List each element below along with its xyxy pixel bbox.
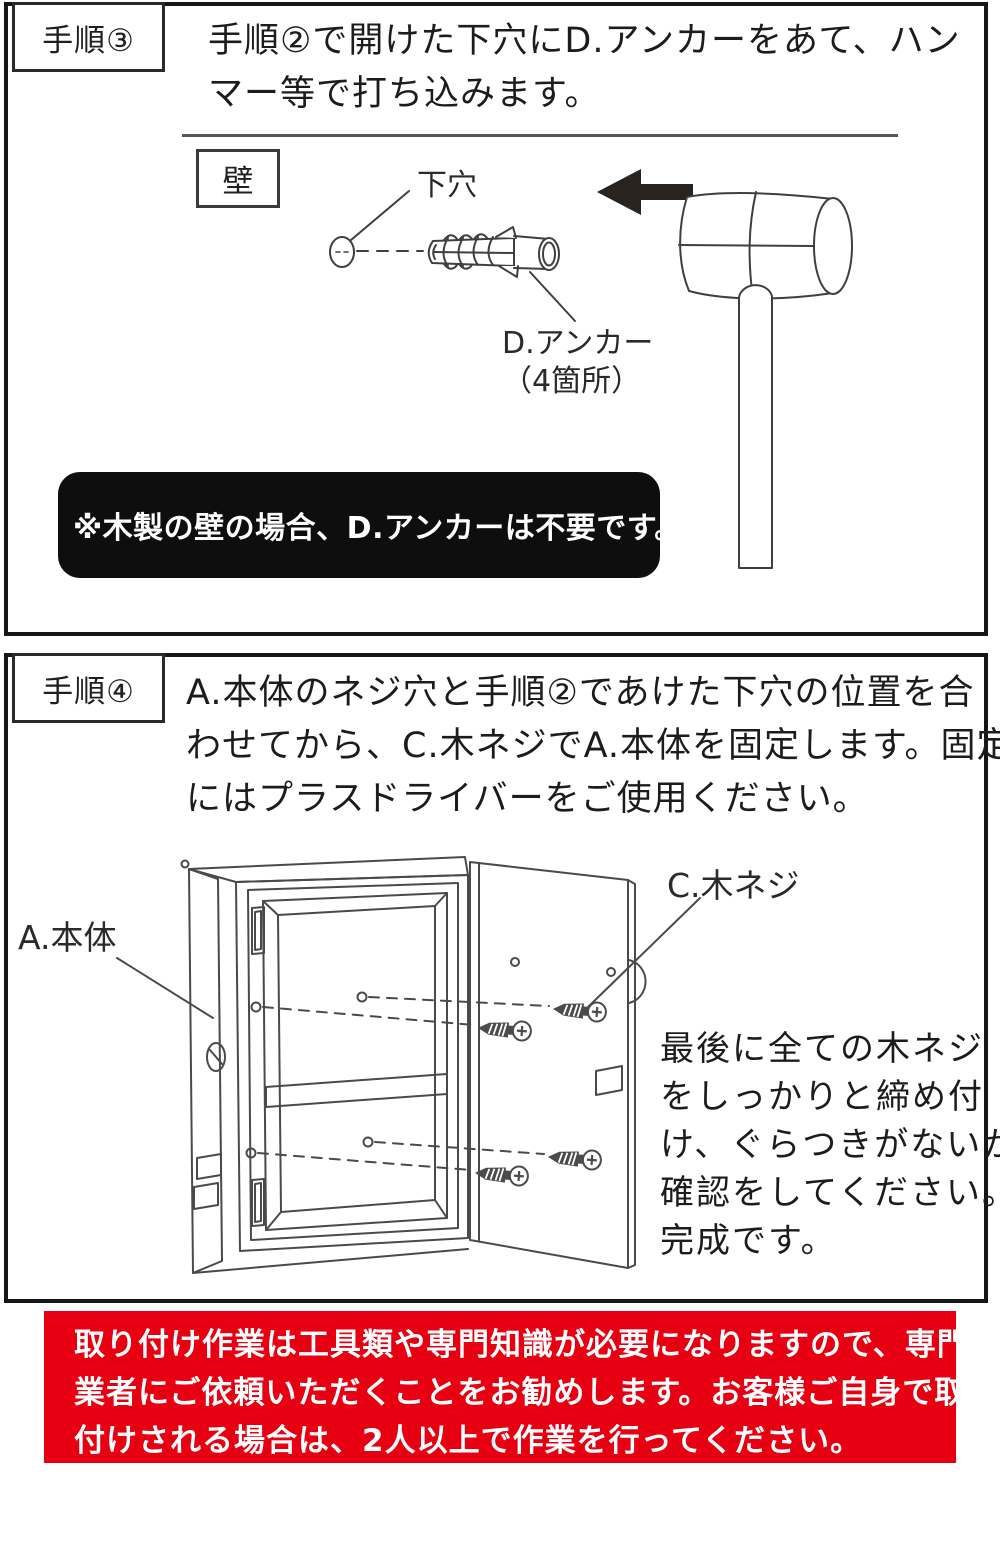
installation-warning-banner: 取り付け作業は工具類や専門知識が必要になりますので、専門 業者にご依頼いただくこ… xyxy=(44,1311,999,1463)
step3-label: 手順③ xyxy=(42,22,135,59)
screw-label: C.木ネジ xyxy=(667,866,800,905)
step4-instructions: A.本体のネジ穴と手順②であけた下穴の位置を合 わせてから、C.木ネジでA.本体… xyxy=(186,667,1000,826)
final-check-line4: 確認をしてください。 xyxy=(660,1173,1000,1213)
step3-divider-rule xyxy=(182,134,898,137)
final-check-line3: け、ぐらつきがないか xyxy=(660,1125,1000,1165)
step3-instructions: 手順②で開けた下穴にD.アンカーをあて、ハン マー等で打ち込みます。 xyxy=(208,15,961,121)
wall-label-box: 壁 xyxy=(196,149,280,208)
warning-line1: 取り付け作業は工具類や専門知識が必要になりますので、専門 xyxy=(74,1327,969,1363)
anchor-label-line1: D.アンカー xyxy=(502,326,654,361)
wooden-wall-note: ※木製の壁の場合、D.アンカーは不要です。 xyxy=(58,472,684,578)
final-check-note: 最後に全ての木ネジ をしっかりと締め付 け、ぐらつきがないか 確認をしてください… xyxy=(660,1025,1000,1265)
step4-instructions-line1: A.本体のネジ穴と手順②であけた下穴の位置を合 xyxy=(186,673,975,713)
final-check-line5: 完成です。 xyxy=(660,1221,837,1261)
step3-label-box: 手順③ xyxy=(12,2,165,72)
anchor-label: D.アンカー （4箇所） xyxy=(502,325,653,401)
final-check-line2: をしっかりと締め付 xyxy=(660,1077,984,1117)
final-check-line1: 最後に全ての木ネジ xyxy=(660,1029,984,1069)
body-label: A.本体 xyxy=(18,918,117,957)
warning-line2: 業者にご依頼いただくことをお勧めします。お客様ご自身で取り xyxy=(74,1375,999,1411)
step4-label-box: 手順④ xyxy=(12,653,165,723)
step4-instructions-line3: にはプラスドライバーをご使用ください。 xyxy=(186,779,869,819)
pilot-hole-label: 下穴 xyxy=(417,168,477,203)
step3-instructions-line2: マー等で打ち込みます。 xyxy=(208,74,601,114)
warning-line3: 付けされる場合は、2人以上で作業を行ってください。 xyxy=(74,1423,863,1459)
step3-instructions-line1: 手順②で開けた下穴にD.アンカーをあて、ハン xyxy=(208,21,961,61)
wall-label: 壁 xyxy=(222,164,254,200)
step4-label: 手順④ xyxy=(42,673,135,710)
anchor-label-line2: （4箇所） xyxy=(502,364,642,399)
wooden-wall-note-text: ※木製の壁の場合、D.アンカーは不要です。 xyxy=(73,511,685,546)
step4-instructions-line2: わせてから、C.木ネジでA.本体を固定します。固定 xyxy=(186,726,1000,766)
